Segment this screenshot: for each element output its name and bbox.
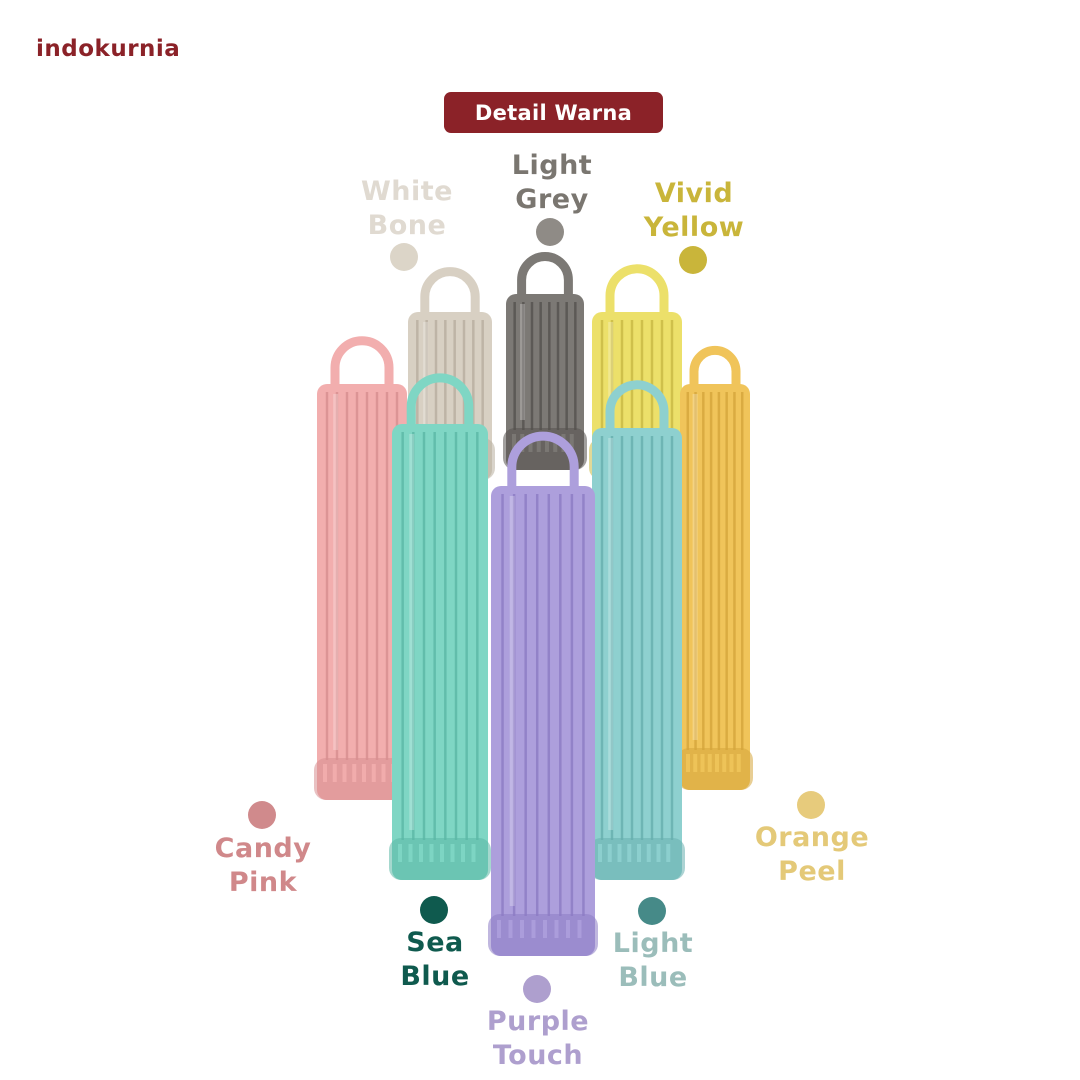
swatch-light-grey <box>536 218 564 246</box>
swatch-vivid-yellow <box>679 246 707 274</box>
brand-logo-text: indokurnia <box>36 36 181 62</box>
swatch-candy-pink <box>248 801 276 829</box>
swatch-purple-touch <box>523 975 551 1003</box>
product-light-blue <box>589 380 685 880</box>
product-sea-blue <box>389 373 491 880</box>
swatch-orange-peel <box>797 791 825 819</box>
swatch-sea-blue <box>420 896 448 924</box>
swatch-light-blue <box>638 897 666 925</box>
product-purple-touch <box>488 431 598 956</box>
product-orange-peel <box>677 345 753 790</box>
product-candy-pink <box>314 336 410 800</box>
detail-warna-badge: Detail Warna <box>444 92 663 133</box>
swatch-white-bone <box>390 243 418 271</box>
